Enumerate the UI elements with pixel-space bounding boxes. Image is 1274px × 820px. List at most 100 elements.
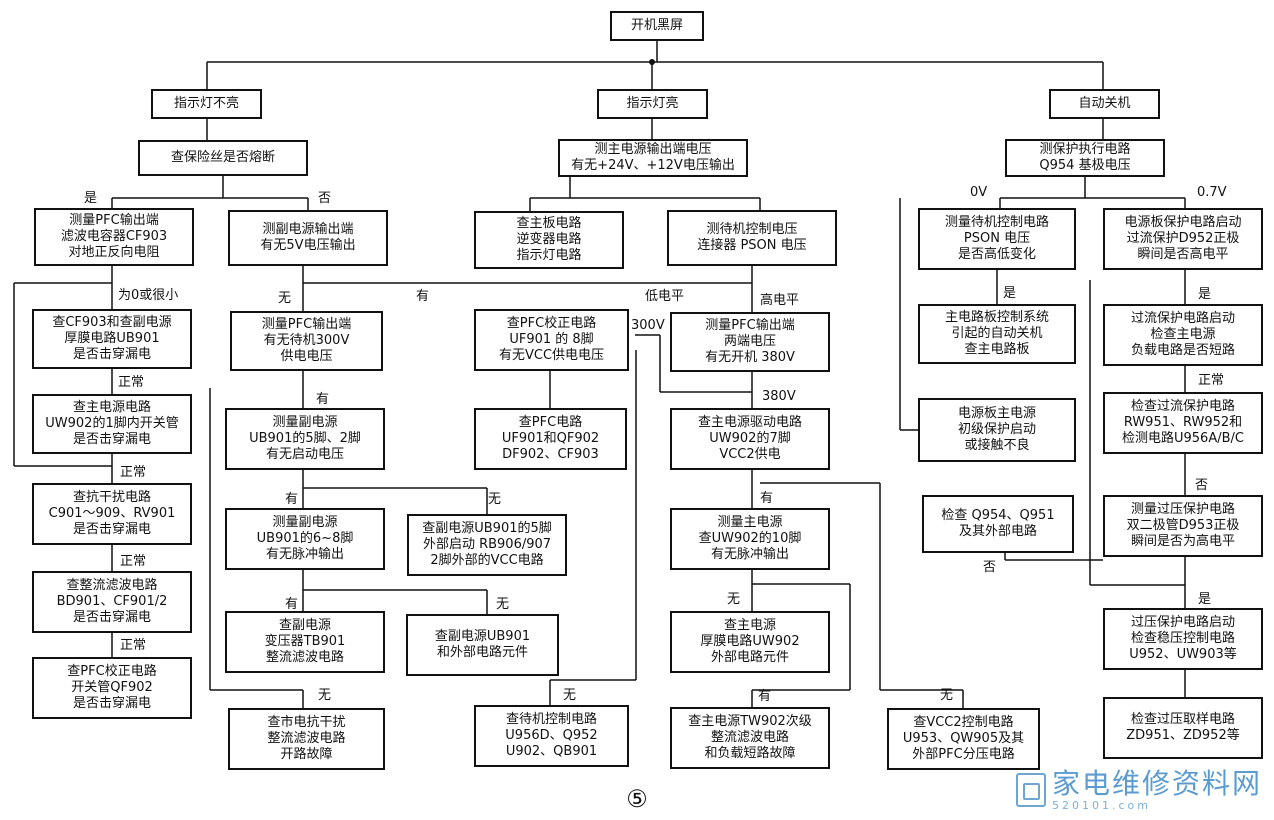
- box-line: 开路故障: [280, 747, 333, 762]
- box-line: 检测电路U956A/B/C: [1122, 431, 1244, 446]
- box-line: 查市电抗干扰: [267, 715, 346, 730]
- box-line: 外部电路元件: [710, 650, 789, 665]
- box-line: 主电路板控制系统: [944, 310, 1049, 325]
- box-line: 滤波电容器CF903: [60, 229, 168, 244]
- box-line: 开关管QF902: [71, 680, 153, 695]
- box-line: 检查 Q954、Q951: [941, 508, 1055, 523]
- box-line: UW902的7脚: [709, 431, 791, 446]
- box-line: 是否击穿漏电: [72, 610, 151, 625]
- label-vcc2-has: 有: [760, 491, 774, 506]
- label-yes-pson: 是: [1003, 286, 1017, 301]
- box-line: U953、QW905及其: [902, 731, 1025, 746]
- box-line: U956D、Q952: [505, 728, 598, 743]
- box-line: 是否击穿漏电: [72, 347, 151, 362]
- label-has-start: 有: [285, 492, 299, 507]
- box-line: 和外部电路元件: [436, 645, 528, 660]
- box-line: 查主电源电路: [72, 400, 151, 415]
- box-line: 开机黑屏: [630, 18, 683, 33]
- page-number: ⑤: [626, 785, 648, 813]
- label-has-300v: 有: [316, 392, 330, 407]
- label-yes-blown: 是: [84, 191, 98, 206]
- box-line: 查待机控制电路: [505, 712, 597, 727]
- label-no-ovp: 否: [983, 560, 997, 575]
- box-line: 查PFC电路: [518, 415, 583, 430]
- box-auto-shutdown: 自动关机: [1049, 89, 1160, 119]
- box-line: 查副电源UB901的5脚: [422, 521, 552, 536]
- box-line: 有无+24V、+12V电压输出: [571, 158, 735, 173]
- box-indicator-off: 指示灯不亮: [151, 89, 262, 119]
- label-has-pulse: 有: [285, 597, 299, 612]
- box-line: 初级保护启动: [957, 422, 1036, 437]
- label-normal-ocp: 正常: [1198, 373, 1225, 388]
- box-line: 2脚外部的VCC电路: [430, 553, 544, 568]
- box-line: UB901的6~8脚: [256, 531, 354, 546]
- box-line: 引起的自动关机: [951, 326, 1043, 341]
- box-line: 有无启动电压: [265, 447, 344, 462]
- box-line: 自动关机: [1078, 96, 1131, 111]
- watermark-url: 520101.com: [1051, 799, 1151, 812]
- box-line: RW951、RW952和: [1123, 415, 1243, 430]
- label-0-7v: 0.7V: [1197, 185, 1227, 200]
- box-line: 测量PFC输出端: [69, 213, 159, 228]
- box-line: 整流滤波电路: [710, 730, 789, 745]
- box-line: 瞬间是否高电平: [1137, 247, 1229, 262]
- box-line: 查VCC2控制电路: [913, 715, 1014, 730]
- label-normal-3: 正常: [120, 554, 147, 569]
- box-board-protection-start: 电源板保护电路启动过流保护D952正极瞬间是否高电平: [1103, 208, 1263, 270]
- label-uw902-no: 无: [727, 592, 741, 607]
- box-line: 检查主电源: [1150, 327, 1216, 342]
- box-line: 负载电路是否短路: [1130, 343, 1235, 358]
- box-primary-protection: 电源板主电源初级保护启动或接触不良: [918, 398, 1076, 462]
- box-line: 过流保护D952正极: [1126, 231, 1240, 246]
- box-line: 有无待机300V: [263, 333, 350, 348]
- box-line: 测待机控制电压: [706, 222, 798, 237]
- box-line: 外部启动 RB906/907: [422, 537, 552, 552]
- box-line: 有无VCC供电电压: [498, 348, 605, 363]
- box-mainboard-circuits: 查主板电路逆变器电路指示灯电路: [474, 211, 624, 269]
- box-line: 或接触不良: [964, 438, 1030, 453]
- box-line: 有无5V电压输出: [260, 238, 356, 253]
- box-line: 测量PFC输出端: [705, 318, 795, 333]
- box-line: 是否击穿漏电: [72, 696, 151, 711]
- box-line: 及其外部电路: [958, 524, 1037, 539]
- box-line: 是否击穿漏电: [72, 522, 151, 537]
- box-line: 连接器 PSON 电压: [697, 238, 807, 253]
- box-line: 指示灯不亮: [173, 96, 239, 111]
- box-line: 整流滤波电路: [267, 731, 346, 746]
- label-no-ocp: 否: [1195, 478, 1209, 493]
- box-line: 有无开机 380V: [705, 350, 795, 365]
- box-mains-emi-open: 查市电抗干扰整流滤波电路开路故障: [228, 708, 385, 770]
- box-line: 测量主电源: [717, 515, 783, 530]
- box-line: 供电电压: [280, 349, 333, 364]
- box-line: 逆变器电路: [516, 232, 582, 247]
- box-line: PSON 电压: [963, 231, 1031, 246]
- box-line: 厚膜电路UB901: [64, 331, 160, 346]
- box-line: 指示灯亮: [626, 96, 679, 111]
- box-line: U952、UW903等: [1129, 647, 1237, 662]
- label-no-5v: 无: [278, 291, 292, 306]
- box-line: 查副电源UB901: [434, 629, 531, 644]
- box-line: 查主电源TW902次级: [688, 714, 812, 729]
- box-line: 查CF903和查副电源: [52, 315, 172, 330]
- box-overcurrent-start: 过流保护电路启动检查主电源负载电路是否短路: [1103, 304, 1263, 366]
- box-line: VCC2供电: [719, 447, 781, 462]
- box-line: 变压器TB901: [264, 634, 346, 649]
- label-yes-ocp: 是: [1198, 287, 1212, 302]
- box-line: 电源板保护电路启动: [1124, 215, 1242, 230]
